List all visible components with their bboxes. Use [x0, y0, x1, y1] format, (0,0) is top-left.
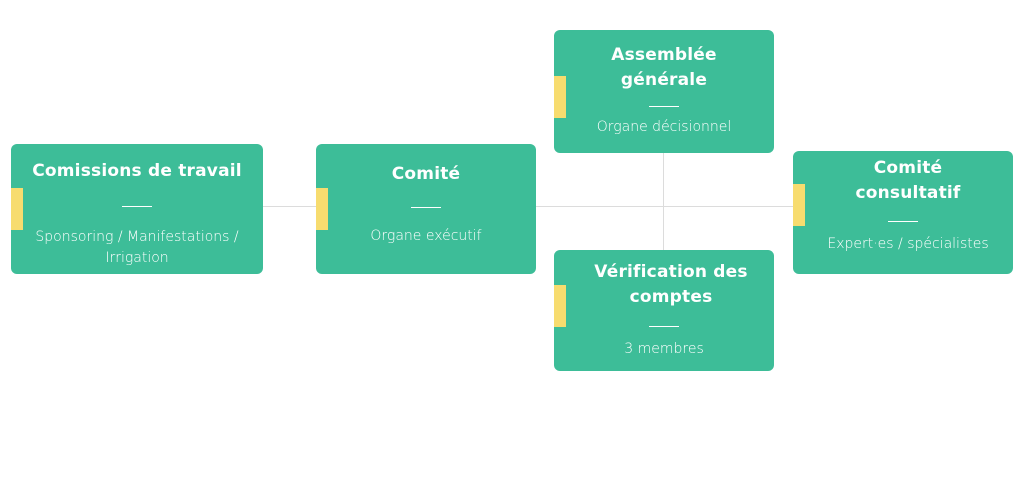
node-subtitle: Expert·es / spécialistes [827, 236, 989, 252]
node-divider [649, 326, 679, 327]
connector-commissions-comite [263, 206, 316, 207]
node-verification[interactable]: Vérification des comptes 3 membres [554, 250, 774, 371]
node-subtitle: Sponsoring / Manifestations / Irrigation [35, 229, 239, 266]
node-divider [411, 207, 441, 208]
node-title: Vérification des comptes [594, 262, 748, 307]
node-assemblee[interactable]: Assemblée générale Organe décisionnel [554, 30, 774, 153]
node-subtitle: Organe exécutif [370, 228, 482, 244]
node-title: Assemblée générale [611, 45, 717, 90]
node-tab [316, 188, 328, 230]
node-divider [649, 106, 679, 107]
node-commissions[interactable]: Comissions de travail Sponsoring / Manif… [11, 144, 263, 274]
node-divider [122, 206, 152, 207]
node-tab [554, 285, 566, 327]
node-tab [11, 188, 23, 230]
node-divider [888, 221, 918, 222]
node-subtitle: 3 membres [624, 341, 704, 357]
node-tab [793, 184, 805, 226]
node-title: Comissions de travail [32, 161, 242, 181]
node-subtitle: Organe décisionnel [596, 119, 732, 135]
node-consultatif[interactable]: Comité consultatif Expert·es / spécialis… [793, 151, 1013, 274]
node-title: Comité [391, 164, 461, 184]
node-title: Comité consultatif [855, 158, 961, 203]
connector-comite-consultatif [536, 206, 793, 207]
connector-assemblee-verification [663, 153, 664, 250]
node-tab [554, 76, 566, 118]
node-comite[interactable]: Comité Organe exécutif [316, 144, 536, 274]
